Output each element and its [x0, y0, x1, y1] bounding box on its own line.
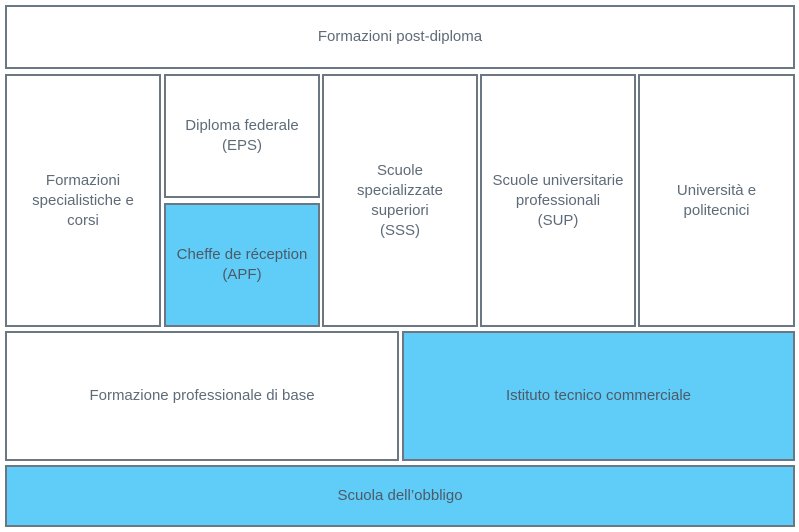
commercial-institute-label: Istituto tecnico commerciale [505, 387, 692, 404]
federal-diploma-box: Diploma federale (EPS) [164, 74, 320, 198]
compulsory-school-box: Scuola dell’obbligo [5, 465, 795, 527]
sss-box: Scuole specializzate superiori (SSS) [322, 74, 478, 327]
basic-vocational-label: Formazione professionale di base [89, 387, 315, 404]
universities-box: Università e politecnici [638, 74, 795, 327]
commercial-institute-box: Istituto tecnico commerciale [402, 331, 795, 461]
post-diploma-label: Formazioni post-diploma [317, 28, 483, 45]
specialist-courses-box: Formazioni specialistiche e corsi [5, 74, 161, 327]
sss-label: Scuole specializzate superiori (SSS) [357, 161, 443, 239]
sup-label: Scuole universitarie professionali (SUP) [492, 171, 624, 229]
compulsory-school-label: Scuola dell’obbligo [337, 487, 463, 504]
sup-box: Scuole universitarie professionali (SUP) [480, 74, 636, 327]
post-diploma-box: Formazioni post-diploma [5, 5, 795, 69]
cheffe-reception-box: Cheffe de réception (APF) [164, 203, 320, 327]
specialist-courses-label: Formazioni specialistiche e corsi [32, 171, 134, 229]
federal-diploma-label: Diploma federale (EPS) [185, 117, 299, 154]
basic-vocational-box: Formazione professionale di base [5, 331, 399, 461]
universities-label: Università e politecnici [676, 181, 757, 219]
cheffe-reception-label: Cheffe de réception (APF) [176, 246, 308, 283]
